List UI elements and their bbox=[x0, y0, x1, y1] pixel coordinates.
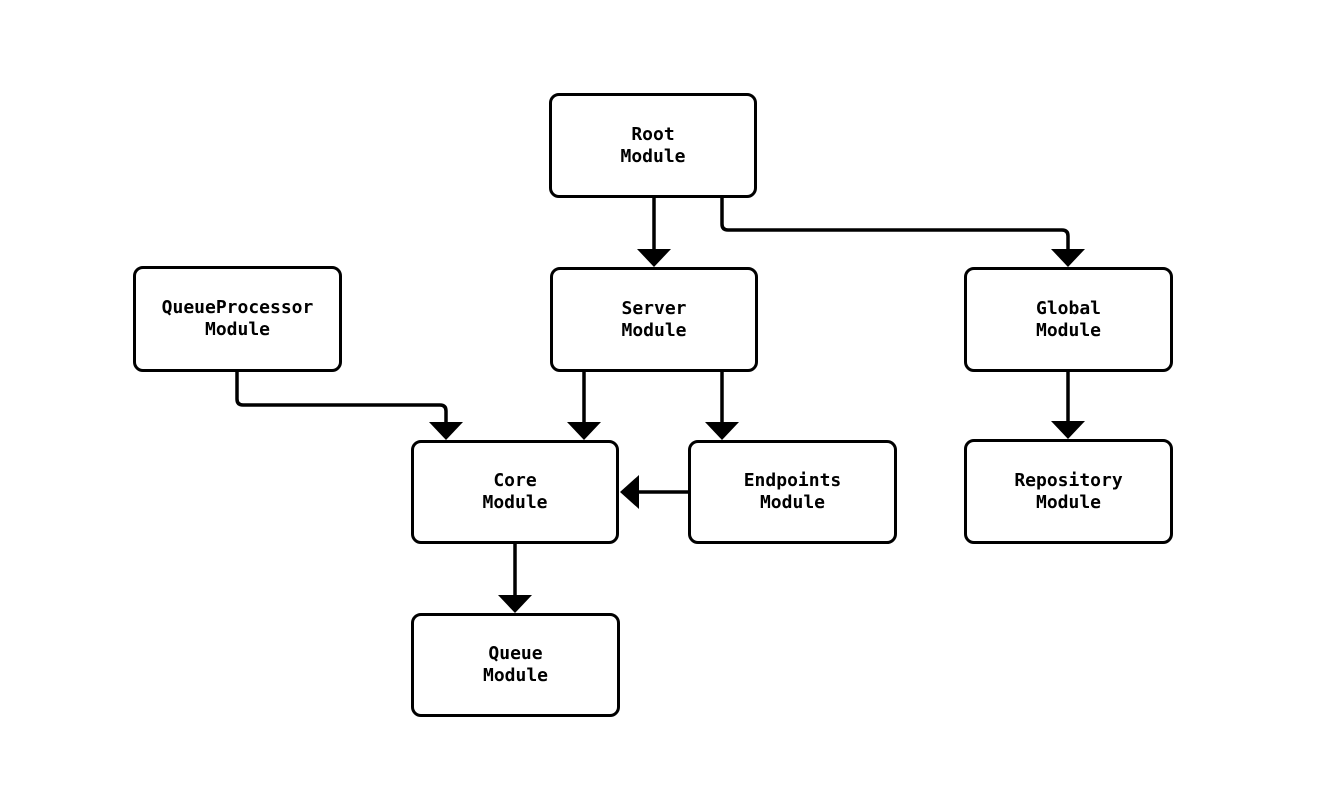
node-queueprocessor-module: QueueProcessor Module bbox=[133, 266, 342, 372]
node-global-module: Global Module bbox=[964, 267, 1173, 372]
node-endpoints-module: Endpoints Module bbox=[688, 440, 897, 544]
edge-line bbox=[720, 197, 1070, 250]
edge-line bbox=[235, 371, 448, 423]
arrowhead-icon bbox=[567, 422, 601, 440]
edge-server-to-endpoints bbox=[705, 371, 739, 440]
node-label: Global Module bbox=[1035, 297, 1102, 341]
arrowhead-icon bbox=[1051, 249, 1085, 267]
edge-core-to-queue bbox=[498, 543, 532, 613]
edge-queueprocessor-to-core bbox=[235, 371, 463, 440]
arrowhead-icon bbox=[498, 595, 532, 613]
arrowhead-icon bbox=[705, 422, 739, 440]
edge-endpoints-to-core bbox=[620, 475, 688, 509]
node-core-module: Core Module bbox=[411, 440, 619, 544]
arrowhead-icon bbox=[620, 475, 639, 509]
edge-global-to-repository bbox=[1051, 372, 1085, 439]
arrowhead-icon bbox=[1051, 421, 1085, 439]
node-label: Server Module bbox=[621, 297, 687, 341]
edge-server-to-core bbox=[567, 371, 601, 440]
node-label: Endpoints Module bbox=[743, 470, 842, 513]
node-server-module: Server Module bbox=[550, 267, 758, 372]
arrowhead-icon bbox=[429, 422, 463, 440]
edge-root-to-global bbox=[720, 197, 1085, 267]
node-root-module: Root Module bbox=[549, 93, 757, 198]
edge-root-to-server bbox=[637, 197, 671, 267]
node-label: Queue Module bbox=[482, 643, 549, 686]
node-label: Root Module bbox=[620, 123, 686, 167]
node-label: Repository Module bbox=[1014, 469, 1123, 513]
arrowhead-icon bbox=[637, 249, 671, 267]
node-repository-module: Repository Module bbox=[964, 439, 1173, 544]
node-label: QueueProcessor Module bbox=[161, 297, 314, 340]
node-queue-module: Queue Module bbox=[411, 613, 620, 717]
node-label: Core Module bbox=[482, 470, 548, 513]
